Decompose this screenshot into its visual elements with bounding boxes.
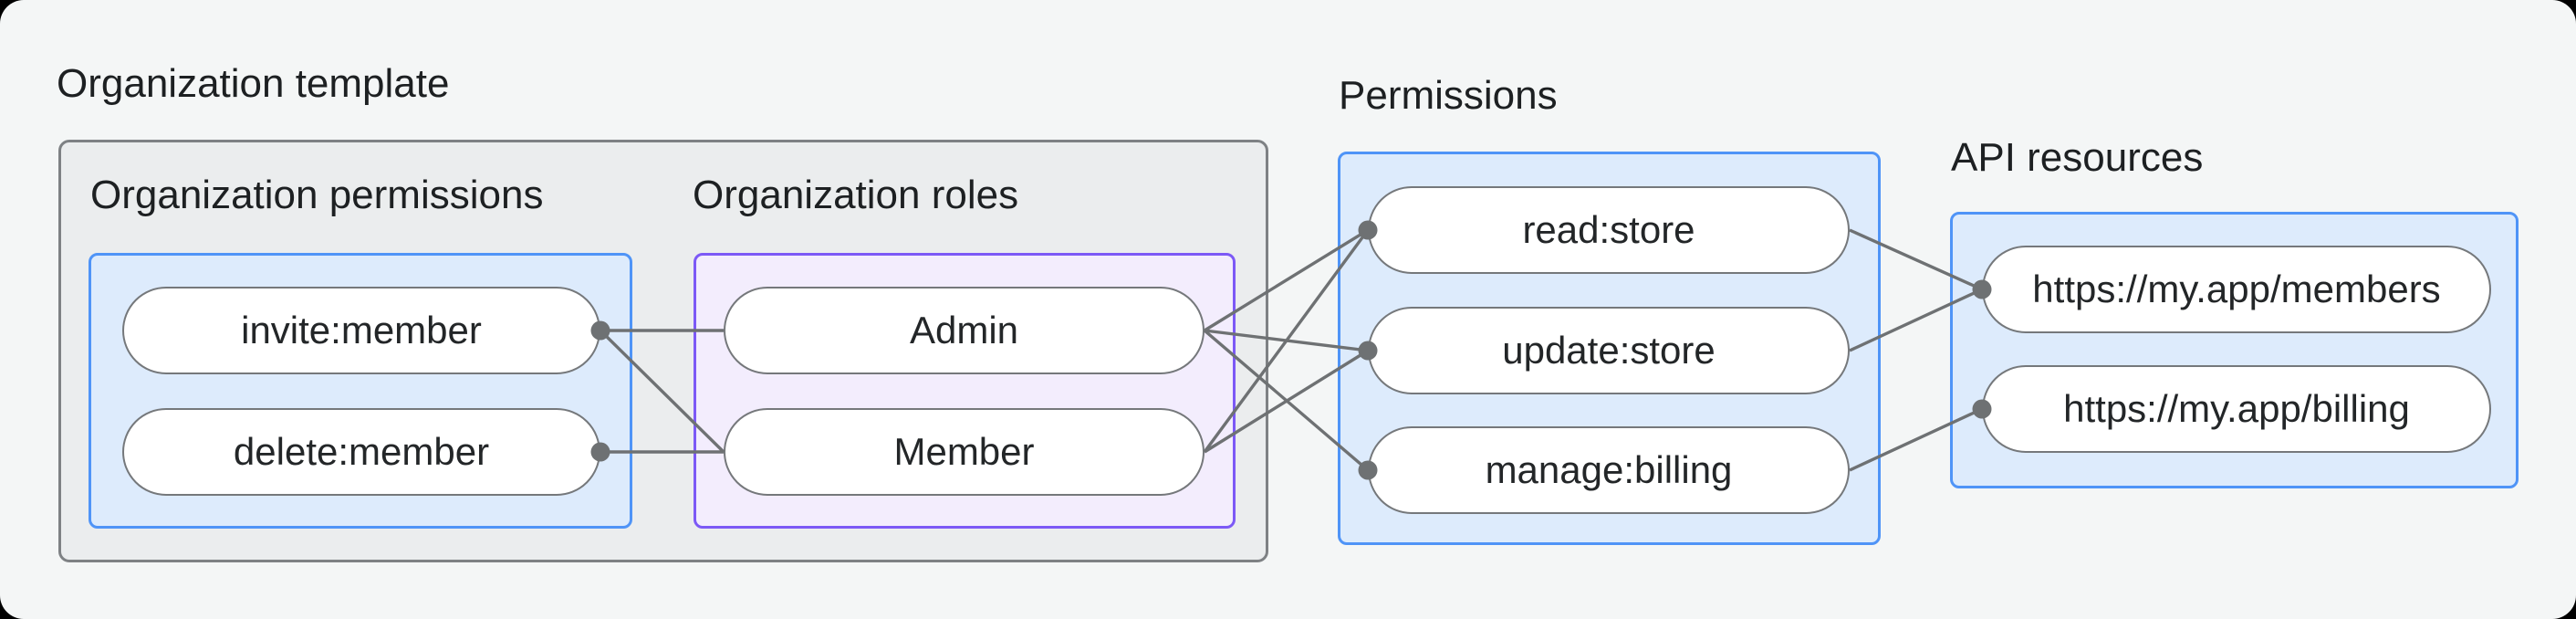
org-permissions-label: Organization permissions [90,173,544,217]
permissions-label: Permissions [1339,73,1558,118]
org-template-label: Organization template [57,61,450,106]
api-resources-label: API resources [1951,135,2204,180]
node-pill-admin: Admin [724,287,1205,374]
org-roles-label: Organization roles [693,173,1019,217]
node-pill-update-store: update:store [1368,307,1850,394]
node-pill-invite-member: invite:member [122,287,600,374]
node-pill-member: Member [724,408,1205,496]
node-pill-read-store: read:store [1368,186,1850,274]
node-pill-delete-member: delete:member [122,408,600,496]
node-pill-https-my-app-members: https://my.app/members [1982,246,2491,333]
node-pill-https-my-app-billing: https://my.app/billing [1982,365,2491,453]
node-pill-manage-billing: manage:billing [1368,426,1850,514]
